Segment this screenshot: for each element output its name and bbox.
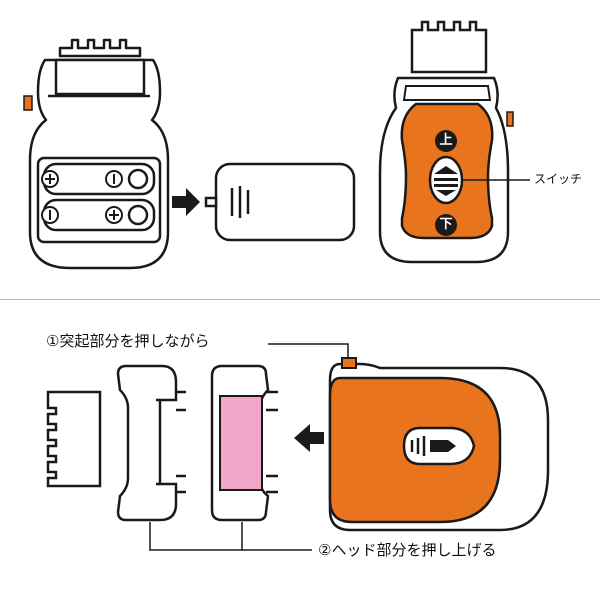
bottom-illustration bbox=[46, 343, 550, 551]
battery-polarity-marks bbox=[41, 170, 123, 224]
head-frame bbox=[116, 364, 186, 522]
step2-bracket-line bbox=[149, 522, 312, 551]
panel-battery-and-switch: 上 下 スイッチ bbox=[23, 20, 583, 270]
arrow-right-icon bbox=[172, 188, 200, 216]
side-button-back bbox=[23, 95, 33, 111]
step2-label: ②ヘッド部分を押し上げる bbox=[318, 541, 497, 559]
comb-blade bbox=[46, 390, 102, 488]
direction-down-badge: 下 bbox=[435, 214, 457, 236]
roller-unit bbox=[210, 364, 278, 522]
device-back-view bbox=[28, 38, 170, 270]
direction-up-badge: 上 bbox=[435, 130, 457, 152]
slide-switch-side bbox=[402, 426, 476, 466]
panel-head-removal: ①突起部分を押しながら ②ヘッド部分を押し上げる bbox=[0, 300, 600, 600]
battery-cover bbox=[204, 162, 356, 242]
slide-switch bbox=[428, 155, 464, 205]
switch-label: スイッチ bbox=[534, 172, 583, 186]
step1-label: ①突起部分を押しながら bbox=[46, 332, 210, 350]
top-illustration bbox=[23, 20, 530, 270]
arrow-left-icon bbox=[294, 424, 324, 452]
step1-leader-line bbox=[268, 343, 349, 358]
